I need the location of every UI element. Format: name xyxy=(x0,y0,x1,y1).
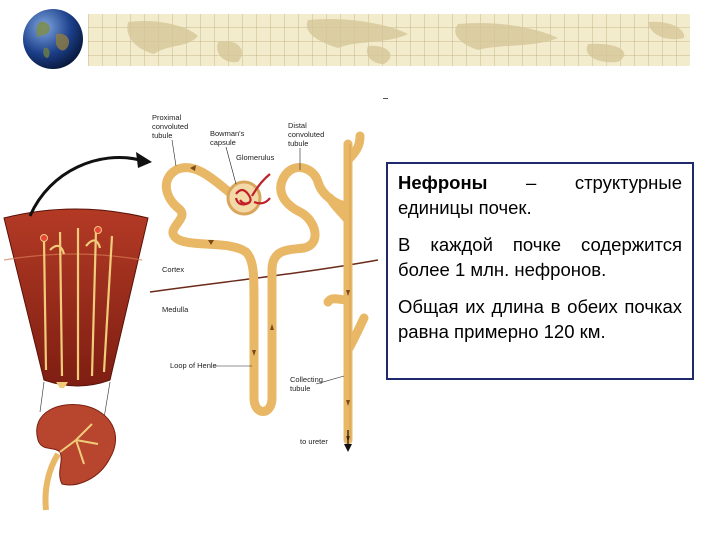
svg-text:tubule: tubule xyxy=(290,384,310,393)
label-medulla: Medulla xyxy=(162,305,189,314)
globe-icon xyxy=(23,9,83,69)
diagram-labels: Proximal convoluted tubule Bowman's caps… xyxy=(152,113,345,446)
svg-text:tubule: tubule xyxy=(288,139,308,148)
curved-arrow xyxy=(28,156,141,217)
svg-text:convoluted: convoluted xyxy=(152,122,188,131)
label-distal: Distal xyxy=(288,121,307,130)
kidney-icon xyxy=(36,381,116,511)
label-collecting: Collecting xyxy=(290,375,323,384)
label-glomerulus: Glomerulus xyxy=(236,153,275,162)
paragraph-nephrons: Нефроны – структурные единицы почек. xyxy=(398,170,682,220)
label-cortex: Cortex xyxy=(162,265,184,274)
glomerulus xyxy=(226,173,271,216)
label-ureter: to ureter xyxy=(300,437,328,446)
svg-text:capsule: capsule xyxy=(210,138,236,147)
paragraph-length: Общая их длина в обеих почках равна прим… xyxy=(398,296,682,342)
paragraph-count: В каждой почке содержится более 1 млн. н… xyxy=(398,234,682,280)
header-banner xyxy=(88,14,690,66)
kidney-wedge xyxy=(3,208,149,388)
paragraph-1-rest: – структурные единицы почек. xyxy=(398,172,682,218)
svg-text:convoluted: convoluted xyxy=(288,130,324,139)
svg-text:tubule: tubule xyxy=(152,131,172,140)
label-loop: Loop of Henle xyxy=(170,361,217,370)
label-proximal: Proximal xyxy=(152,113,182,122)
label-bowman: Bowman's xyxy=(210,129,245,138)
nephron-diagram: Proximal convoluted tubule Bowman's caps… xyxy=(3,113,379,511)
world-map-pattern xyxy=(127,18,685,64)
definition-textbox: Нефроны – структурные единицы почек. В к… xyxy=(386,162,694,380)
term-nephrons: Нефроны xyxy=(398,172,488,193)
separator-mark xyxy=(383,98,388,99)
nephron-tubule xyxy=(161,131,369,445)
